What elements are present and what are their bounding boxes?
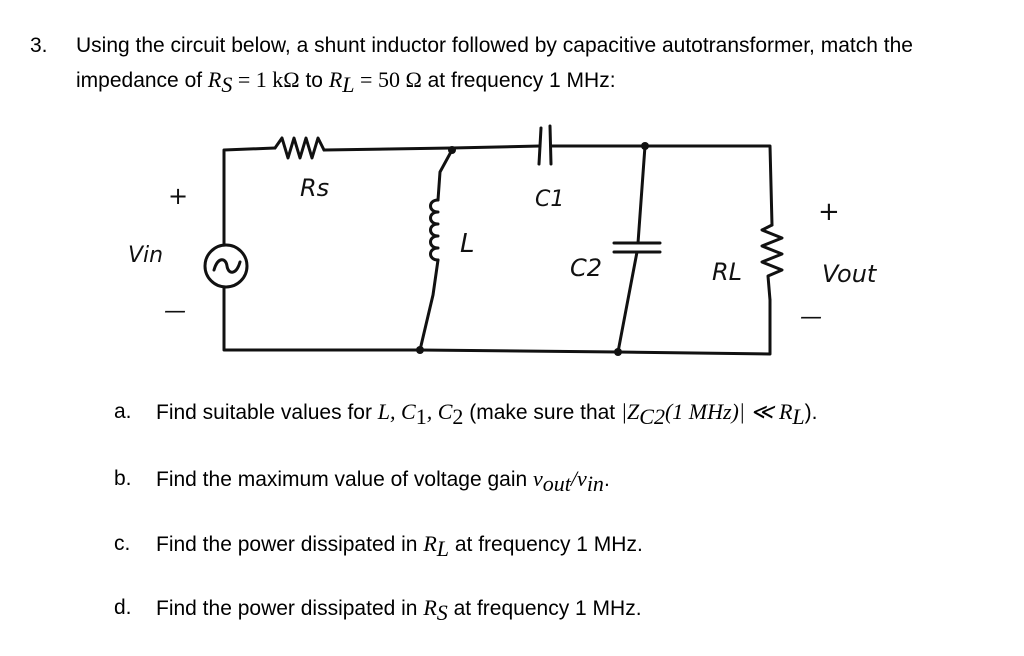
frequency-text: at frequency 1 MHz: [421, 69, 616, 92]
part-d-end: at frequency 1 MHz. [447, 597, 642, 620]
part-a-letter: a. [114, 400, 132, 423]
question-number: 3. [30, 34, 48, 57]
question-line-1: Using the circuit below, a shunt inducto… [76, 34, 913, 57]
part-a-freq: (1 MHz)| [664, 399, 745, 424]
part-c-end: at frequency 1 MHz. [449, 533, 643, 556]
part-c: Find the power dissipated in RL at frequ… [156, 531, 643, 562]
label-c1: C1 [535, 187, 564, 212]
label-rs: Rs [300, 174, 329, 202]
wire-c2-top [636, 144, 647, 245]
part-c-letter: c. [114, 532, 131, 555]
ac-source [203, 243, 249, 289]
part-a-vars: L, C [377, 399, 416, 424]
part-b-v1sub: out [542, 471, 571, 497]
part-a-sub2: 2 [452, 404, 464, 430]
wire-top-right [549, 144, 774, 227]
label-minus-in: — [164, 299, 186, 324]
part-d-rsub: S [436, 600, 448, 626]
circuit-diagram: + Vin — Rs L C1 C2 RL + Vout — [128, 124, 878, 356]
part-c-text: Find the power dissipated in [156, 533, 424, 556]
part-d-r: R [423, 595, 437, 620]
part-c-rsub: L [436, 536, 450, 562]
part-b-text: Find the maximum value of voltage gain [156, 468, 534, 491]
part-d-letter: d. [114, 596, 132, 619]
part-d-text: Find the power dissipated in [156, 597, 424, 620]
question-line-2: impedance of RS = 1 kΩ to RL = 50 Ω at f… [76, 67, 616, 98]
part-a-ll: ≪ R [744, 399, 793, 424]
rl-value: = 50 Ω [354, 67, 422, 92]
label-plus-out: + [818, 197, 840, 227]
part-a-comma: , C [426, 399, 453, 424]
capacitor-c1 [537, 124, 553, 166]
part-b-letter: b. [114, 467, 132, 490]
to-word: to [299, 69, 329, 92]
wire-inductor-top [436, 148, 454, 202]
wire-bottom [222, 288, 772, 356]
rs-symbol: R [207, 67, 222, 92]
part-a-llsub: L [792, 404, 805, 430]
rs-value: = 1 kΩ [232, 67, 300, 92]
rl-symbol: R [328, 67, 343, 92]
part-a-zsub: C2 [639, 404, 665, 430]
part-d: Find the power dissipated in RS at frequ… [156, 595, 642, 626]
part-b-slash: /v [570, 466, 587, 491]
part-a-end: ). [804, 401, 818, 424]
rl-subscript: L [342, 72, 355, 98]
part-c-r: R [423, 531, 437, 556]
part-a-abs: |Z [620, 399, 640, 424]
part-a-paren: (make sure that [463, 401, 621, 424]
part-b-v2sub: in [586, 471, 604, 497]
wire-top-middle [322, 144, 542, 152]
ac-tilde-icon [212, 258, 242, 274]
wire-top-left [222, 146, 277, 247]
label-c2: C2 [570, 254, 602, 282]
part-a-text: Find suitable values for [156, 401, 378, 424]
label-l: L [460, 229, 475, 259]
label-vout: Vout [822, 260, 878, 288]
label-minus-out: — [800, 305, 822, 330]
inductor-l [429, 198, 440, 262]
label-vin: Vin [128, 243, 163, 268]
question-line-2-text: impedance of [76, 69, 208, 92]
label-rl: RL [712, 258, 742, 286]
label-plus-in: + [168, 182, 188, 210]
rs-subscript: S [221, 72, 233, 98]
resistor-rl [760, 223, 784, 302]
part-a: Find suitable values for L, C1, C2 (make… [156, 399, 818, 430]
part-a-sub1: 1 [415, 404, 427, 430]
wire-inductor-bottom [418, 258, 440, 352]
part-b-end: . [603, 468, 610, 491]
part-b-v1: v [533, 466, 543, 491]
part-b: Find the maximum value of voltage gain v… [156, 466, 610, 497]
wire-c2-bottom [616, 250, 639, 354]
resistor-rs [273, 136, 326, 160]
